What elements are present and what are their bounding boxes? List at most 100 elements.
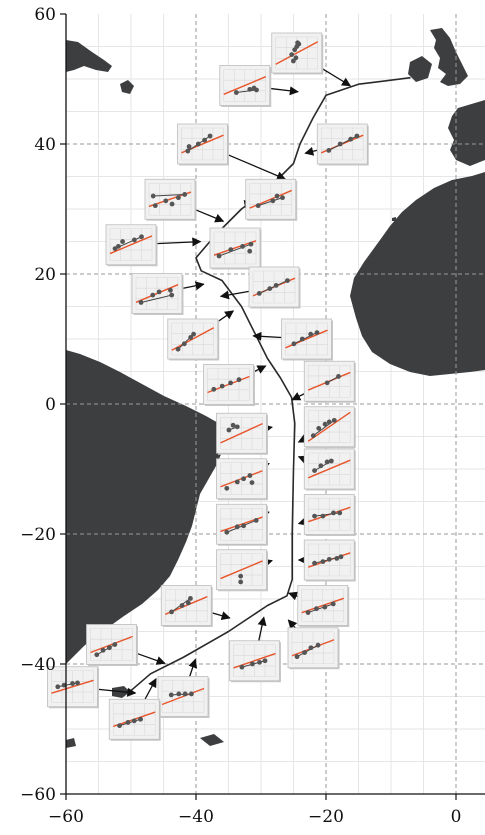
inset-data-point bbox=[247, 248, 253, 254]
inset-arrow bbox=[227, 153, 286, 180]
inset-data-point bbox=[337, 510, 343, 516]
inset-data-point bbox=[336, 374, 341, 379]
y-tick-label: −40 bbox=[20, 655, 56, 675]
inset-data-point bbox=[185, 600, 191, 606]
inset-data-point bbox=[305, 610, 311, 615]
inset-data-point bbox=[139, 234, 144, 240]
inset-arrow bbox=[269, 86, 299, 96]
inset-data-point bbox=[241, 523, 247, 529]
inset-arrow bbox=[321, 67, 352, 87]
inset-data-point bbox=[326, 148, 332, 153]
inset-scatter-plot bbox=[86, 624, 138, 666]
inset-reference-line bbox=[220, 560, 263, 580]
inset-data-point bbox=[302, 650, 307, 655]
inset-data-point bbox=[169, 201, 175, 207]
inset-data-point bbox=[256, 291, 262, 296]
inset-scatter-plot bbox=[248, 266, 301, 309]
y-tick-label: −60 bbox=[20, 785, 56, 805]
inset-data-point bbox=[240, 244, 245, 249]
inset-data-point bbox=[168, 692, 174, 698]
inset-arrow bbox=[219, 290, 250, 300]
inset-fit-line bbox=[257, 197, 283, 207]
inset-fit-line bbox=[140, 294, 172, 303]
inset-data-point bbox=[324, 459, 330, 465]
inset-data-point bbox=[290, 58, 296, 64]
x-tick-label: −20 bbox=[308, 807, 344, 827]
inset-data-point bbox=[253, 518, 259, 523]
inset-data-point bbox=[326, 556, 332, 562]
inset-data-point bbox=[314, 606, 319, 612]
inset-data-point bbox=[189, 691, 194, 697]
inset-data-point bbox=[70, 681, 75, 686]
inset-data-point bbox=[216, 253, 222, 259]
inset-scatter-plot bbox=[144, 178, 197, 221]
land-greenland bbox=[66, 40, 112, 72]
inset-data-point bbox=[315, 642, 321, 648]
inset-scatter-plot bbox=[209, 227, 262, 270]
inset-scatter-plot bbox=[219, 65, 272, 107]
inset-data-point bbox=[255, 203, 261, 209]
inset-scatter-plot bbox=[297, 585, 350, 627]
land-tierra-del-fuego bbox=[66, 738, 76, 748]
inset-data-point bbox=[314, 330, 320, 335]
inset-data-point bbox=[186, 144, 192, 149]
inset-scatter-plot bbox=[245, 178, 298, 221]
inset-reference-line bbox=[223, 76, 267, 95]
inset-reference-line bbox=[135, 284, 179, 303]
inset-data-point bbox=[249, 480, 255, 485]
inset-data-point bbox=[236, 377, 242, 383]
inset-data-point bbox=[61, 682, 67, 688]
inset-data-point bbox=[308, 645, 314, 651]
inset-data-point bbox=[150, 292, 156, 298]
inset-arrow bbox=[252, 331, 282, 341]
inset-arrow bbox=[297, 434, 308, 443]
inset-scatter-plot bbox=[216, 458, 268, 501]
inset-reference-line bbox=[109, 235, 153, 255]
inset-data-point bbox=[176, 195, 181, 201]
inset-fit-line bbox=[296, 644, 319, 658]
inset-data-point bbox=[262, 658, 268, 664]
inset-data-point bbox=[337, 141, 343, 147]
inset-data-point bbox=[175, 346, 181, 352]
inset-data-point bbox=[247, 473, 253, 478]
inset-scatter-plot bbox=[316, 123, 369, 166]
inset-data-point bbox=[176, 691, 182, 697]
inset-data-point bbox=[202, 137, 208, 143]
inset-reference-line bbox=[275, 41, 319, 65]
inset-data-point bbox=[169, 609, 174, 615]
inset-reference-line bbox=[307, 459, 351, 479]
inset-scatter-plot bbox=[281, 318, 333, 361]
inset-arrow bbox=[297, 455, 308, 465]
inset-data-point bbox=[316, 425, 322, 431]
inset-data-point bbox=[234, 424, 240, 430]
inset-data-point bbox=[179, 603, 185, 608]
inset-data-point bbox=[219, 383, 225, 389]
inset-fit-line bbox=[259, 280, 288, 294]
inset-data-point bbox=[248, 241, 254, 247]
inset-data-point bbox=[241, 476, 247, 482]
inset-data-point bbox=[308, 331, 314, 337]
inset-data-point bbox=[224, 529, 230, 535]
inset-data-point bbox=[55, 684, 61, 690]
inset-data-point bbox=[112, 642, 118, 647]
inset-scatter-plot bbox=[287, 627, 340, 670]
inset-data-point bbox=[354, 133, 360, 139]
inset-data-point bbox=[239, 664, 245, 670]
inset-data-point bbox=[273, 283, 279, 288]
inset-data-point bbox=[250, 661, 255, 667]
inset-data-point bbox=[257, 659, 262, 665]
inset-scatter-plot bbox=[216, 549, 268, 592]
inset-data-point bbox=[334, 556, 340, 561]
inset-data-point bbox=[254, 87, 259, 93]
inset-arrow bbox=[181, 281, 205, 291]
inset-data-point bbox=[312, 513, 317, 519]
inset-data-point bbox=[322, 421, 328, 427]
inset-data-point bbox=[163, 198, 169, 204]
inset-data-point bbox=[226, 427, 232, 433]
inset-arrow bbox=[287, 619, 298, 630]
inset-fit-line bbox=[153, 193, 185, 197]
inset-fit-line bbox=[218, 243, 252, 257]
inset-arrow bbox=[217, 310, 235, 323]
inset-data-point bbox=[247, 86, 253, 92]
